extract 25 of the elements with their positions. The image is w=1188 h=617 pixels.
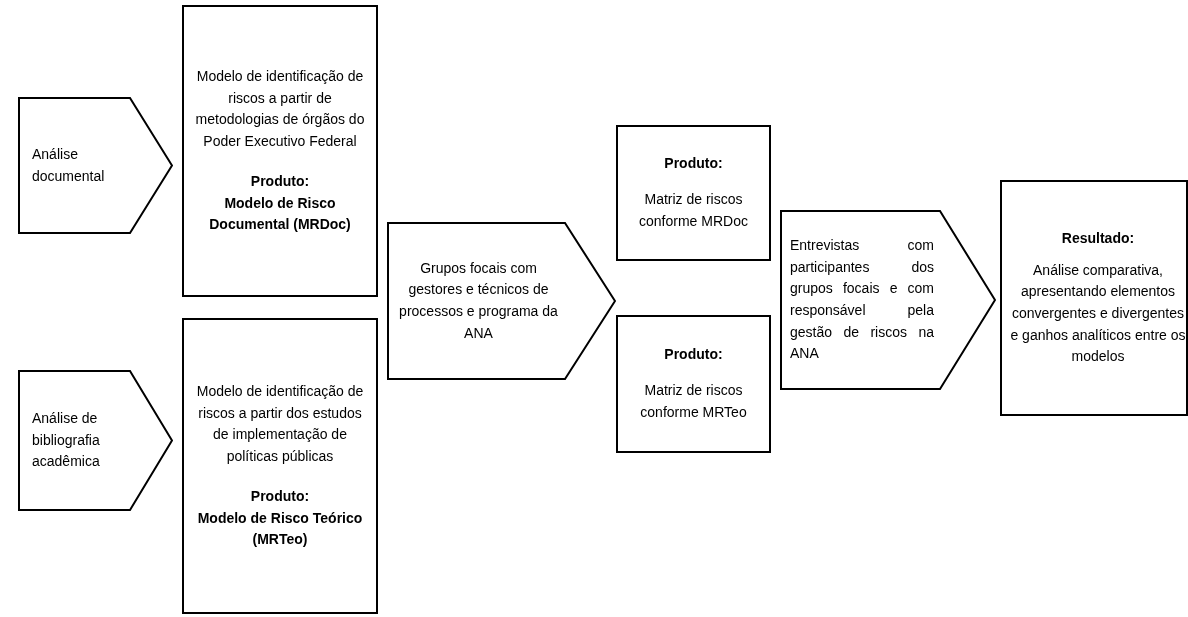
node-text: Grupos focais com gestores e técnicos de processos e programa da ANA <box>399 258 558 343</box>
node-text: Análise documental <box>32 144 106 186</box>
node-text: Análise de bibliografia acadêmica <box>32 408 101 472</box>
node-heading: Modelo de Risco Documental (MRDoc) <box>208 193 352 235</box>
node-heading: Produto: <box>663 345 724 365</box>
process-box <box>616 315 771 453</box>
node-heading: Resultado: <box>1060 228 1136 248</box>
process-box <box>182 318 378 614</box>
node-text: Matriz de riscos conforme MRTeo <box>639 381 748 422</box>
process-box <box>182 5 378 297</box>
process-box <box>1000 180 1188 416</box>
pentagon-arrow-box <box>780 210 996 390</box>
node-text: Modelo de identificação de riscos a partir de metodologias de órgãos do Poder Executivo Federal <box>194 67 366 152</box>
node-text: Análise comparativa, apresentando elementos convergentes e divergentes e ganhos analíticos entre os modelos <box>1010 260 1186 367</box>
node-heading: Modelo de Risco Teórico (MRTeo) <box>196 508 364 550</box>
node-text: Modelo de identificação de riscos a partir dos estudos de implementação de políticas públicas <box>195 382 365 467</box>
node-text: Matriz de riscos conforme MRDoc <box>638 190 749 231</box>
process-box <box>616 125 771 261</box>
node-heading: Produto: <box>663 154 724 174</box>
pentagon-arrow-box <box>387 222 616 380</box>
node-heading: Produto: <box>249 171 311 191</box>
node-text: Entrevistas com participantes dos grupos focais e com responsável pela gestão de riscos na ANA <box>790 235 934 364</box>
node-heading: Produto: <box>249 486 311 506</box>
pentagon-arrow-box <box>18 370 173 511</box>
pentagon-arrow-box <box>18 97 173 234</box>
